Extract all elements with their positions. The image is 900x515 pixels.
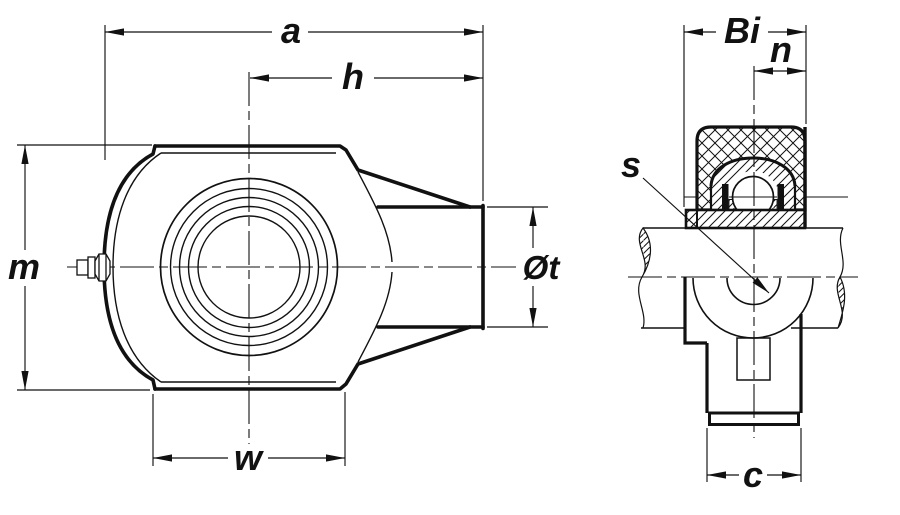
dim-t-arrow-top xyxy=(529,207,537,226)
dim-a-arrow-right xyxy=(464,28,483,36)
cone-tangency-curves xyxy=(357,171,393,363)
takeup-left-tab xyxy=(683,277,707,345)
dim-w-arrow-left xyxy=(153,454,172,462)
dim-s: s xyxy=(621,144,770,294)
dim-bi: Bi xyxy=(683,10,807,207)
housing-bottom-outline xyxy=(153,325,472,391)
dim-n: n xyxy=(754,29,806,75)
front-view: a h m w xyxy=(8,10,561,478)
dim-n-arrow-right xyxy=(787,67,806,75)
dim-label-a: a xyxy=(281,10,301,51)
housing-boss-outer-arc xyxy=(692,277,814,339)
housing-inner-arc xyxy=(112,152,162,383)
dim-a-extension-lines xyxy=(104,25,484,201)
dim-m: m xyxy=(8,144,152,391)
dim-c: c xyxy=(706,428,802,495)
zerk-tip xyxy=(76,259,89,276)
dim-w-arrow-right xyxy=(326,454,345,462)
dim-label-bi: Bi xyxy=(724,10,761,51)
grease-zerk xyxy=(76,253,111,282)
ring-3 xyxy=(178,196,320,338)
dim-t-arrow-bottom xyxy=(529,308,537,327)
s-leader-arrow xyxy=(752,277,769,293)
dim-bi-arrow-right xyxy=(787,28,806,36)
inner-ring-sleeve xyxy=(684,208,807,230)
housing-top-outline xyxy=(153,144,472,209)
zerk-hex xyxy=(94,253,111,282)
dim-label-h: h xyxy=(342,56,364,97)
dim-c-arrow-right xyxy=(782,471,801,479)
dim-w: w xyxy=(152,392,346,478)
dim-h-arrow-left xyxy=(250,74,269,82)
dim-bi-arrow-left xyxy=(684,28,703,36)
dim-label-n: n xyxy=(770,29,792,70)
dim-label-s: s xyxy=(621,144,641,185)
inner-ring-wall-right xyxy=(777,184,784,210)
dim-t: Øt xyxy=(487,206,562,328)
dim-h: h xyxy=(250,56,483,97)
bearing-rings xyxy=(159,177,339,357)
shaft-break-right-upper xyxy=(839,227,844,278)
inner-ring-wall-left xyxy=(722,184,729,210)
outer-ring-sphere-arc xyxy=(709,156,797,187)
shaft-body xyxy=(638,228,844,328)
s-leader-line xyxy=(642,177,770,294)
shaft-break-right xyxy=(836,275,846,329)
boss-cylinder-edges xyxy=(376,205,485,329)
zerk-hex-facets xyxy=(98,254,107,281)
ring-outer xyxy=(159,177,339,357)
shaft-break-left-lower xyxy=(638,276,645,329)
dim-h-arrow-right xyxy=(464,74,483,82)
dim-a: a xyxy=(104,10,484,201)
dim-w-extension-lines xyxy=(152,392,346,466)
bearing-insert-section xyxy=(684,125,807,230)
dim-t-extension-lines xyxy=(487,206,548,328)
ring-4 xyxy=(187,205,311,329)
dim-label-t: Øt xyxy=(523,249,562,286)
dim-label-m: m xyxy=(8,246,40,287)
dim-n-arrow-left xyxy=(754,67,773,75)
bore-circle xyxy=(197,215,301,319)
dim-c-extension-lines xyxy=(706,428,802,482)
dim-m-extension-lines xyxy=(17,144,152,391)
ring-2 xyxy=(169,187,329,347)
dim-label-c: c xyxy=(743,454,763,495)
dim-a-arrow-left xyxy=(105,28,124,36)
dim-bi-extension-lines xyxy=(683,25,807,207)
dim-c-arrow-left xyxy=(707,471,726,479)
dim-m-arrow-top xyxy=(21,145,29,164)
side-view: Bi n c s xyxy=(621,10,858,495)
dim-m-arrow-bottom xyxy=(21,371,29,390)
shaft xyxy=(638,227,846,329)
dim-label-w: w xyxy=(234,437,264,478)
zerk-shank xyxy=(87,256,96,279)
